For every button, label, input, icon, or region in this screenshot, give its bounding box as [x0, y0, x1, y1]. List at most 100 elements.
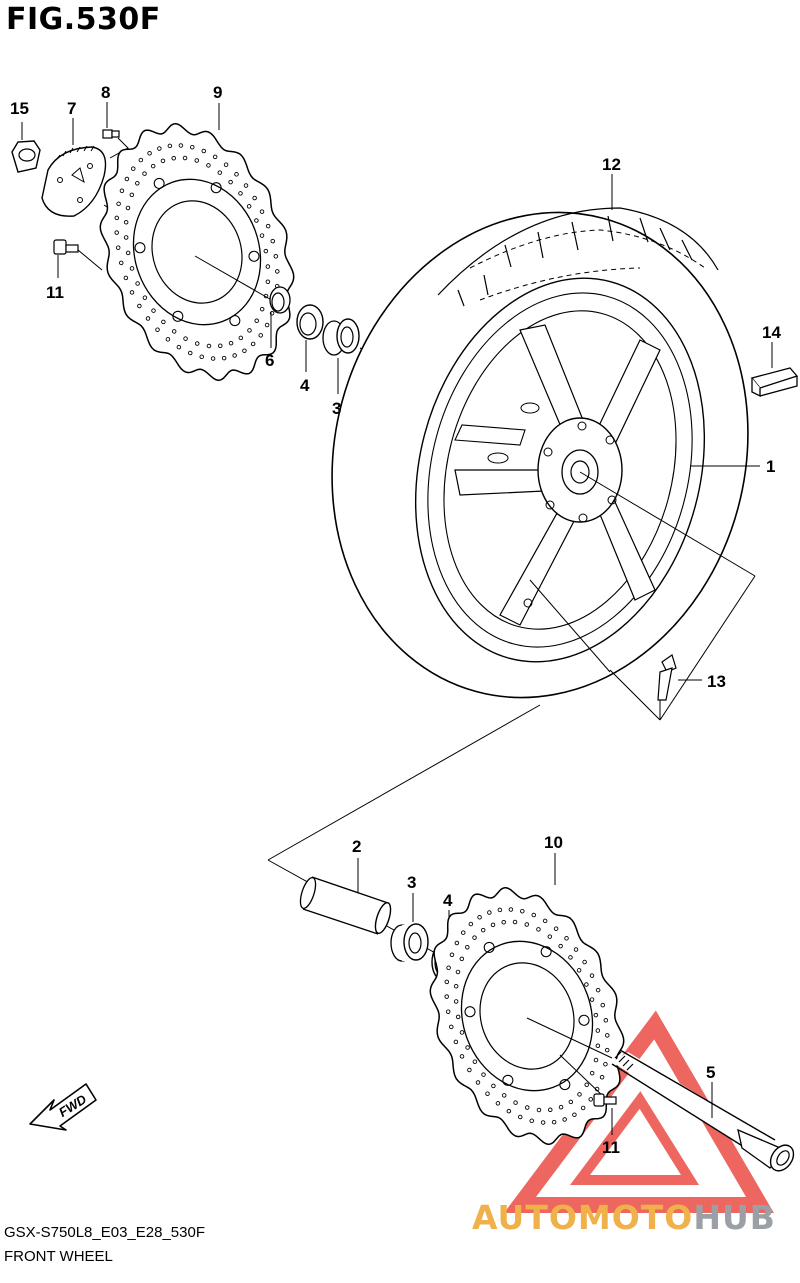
- disc-vent-hole: [242, 348, 247, 353]
- disc-mount-hole: [464, 1006, 476, 1018]
- disc-vent-hole: [605, 1033, 610, 1038]
- disc-vent-hole: [603, 1018, 609, 1023]
- spacer-part-6: [269, 286, 291, 314]
- disc-vent-hole: [524, 922, 530, 927]
- disc-vent-hole: [588, 1097, 593, 1102]
- disc-vent-hole: [155, 327, 160, 332]
- figure-title: FIG.530F: [6, 2, 161, 37]
- watermark-brand-part1: AUTOMOTO: [472, 1198, 694, 1237]
- disc-vent-hole: [558, 943, 563, 949]
- disc-vent-hole: [124, 176, 130, 182]
- disc-vent-hole: [595, 987, 601, 993]
- sensor-rotor-part-7: [41, 145, 107, 217]
- disc-vent-hole: [501, 919, 506, 925]
- disc-vent-hole: [445, 1009, 451, 1014]
- disc-vent-hole: [142, 295, 148, 300]
- disc-vent-hole: [157, 146, 162, 151]
- air-valve-part-13: [657, 654, 677, 701]
- forward-direction-arrow-icon: FWD: [29, 1083, 97, 1131]
- disc-vent-hole: [228, 179, 233, 185]
- disc-vent-hole: [589, 997, 595, 1002]
- disc-vent-hole: [468, 921, 474, 927]
- disc-vent-hole: [455, 1014, 461, 1020]
- disc-vent-hole: [183, 336, 188, 341]
- disc-mount-hole: [540, 946, 552, 958]
- disc-vent-hole: [167, 143, 173, 149]
- disc-vent-hole: [453, 1039, 459, 1045]
- disc-vent-hole: [589, 973, 595, 978]
- disc-vent-hole: [454, 940, 460, 946]
- disc-vent-hole: [501, 1093, 507, 1098]
- disc-vent-hole: [485, 1091, 490, 1096]
- disc-mount-hole: [134, 242, 146, 254]
- disc-vent-hole: [151, 308, 156, 313]
- disc-vent-hole: [150, 163, 156, 169]
- axle-nut-part-15: [11, 140, 41, 173]
- callout-12: 12: [602, 155, 621, 174]
- callout-2: 2: [352, 837, 361, 856]
- disc-vent-hole: [137, 303, 142, 309]
- disc-vent-hole: [171, 329, 177, 334]
- disc-vent-hole: [123, 235, 129, 240]
- disc-vent-hole: [593, 1057, 599, 1063]
- disc-vent-hole: [129, 266, 135, 271]
- disc-bolt-part-11-bottom: [593, 1093, 617, 1107]
- figure-model-code: GSX-S750L8_E03_E28_530F: [4, 1224, 205, 1241]
- callout-10: 10: [544, 833, 563, 852]
- disc-vent-hole: [238, 335, 244, 341]
- callout-14: 14: [762, 323, 781, 342]
- disc-vent-hole: [497, 907, 503, 913]
- disc-vent-hole: [448, 1024, 454, 1030]
- disc-vent-hole: [187, 350, 193, 356]
- disc-mount-hole: [578, 1014, 590, 1026]
- disc-vent-hole: [259, 233, 265, 238]
- disc-vent-hole: [259, 306, 265, 312]
- disc-vent-hole: [459, 956, 465, 962]
- disc-vent-hole: [212, 154, 218, 160]
- disc-vent-hole: [603, 1061, 608, 1067]
- disc-vent-hole: [252, 195, 257, 201]
- disc-vent-hole: [263, 248, 269, 254]
- callout-11-top: 11: [46, 283, 64, 302]
- disc-vent-hole: [206, 343, 212, 349]
- disc-vent-hole: [210, 356, 216, 361]
- disc-vent-hole: [491, 1083, 496, 1089]
- disc-vent-hole: [548, 1107, 553, 1113]
- callout-labels: 1 2 3 3 4 4 5 6 7 8 9 10 11 11 12 13 14 …: [10, 83, 781, 1157]
- disc-vent-hole: [480, 927, 486, 933]
- disc-vent-hole: [467, 1067, 472, 1073]
- disc-vent-hole: [269, 310, 275, 316]
- disc-vent-hole: [562, 1117, 567, 1122]
- disc-vent-hole: [558, 1104, 564, 1110]
- callout-3-top: 3: [332, 399, 341, 418]
- disc-vent-hole: [490, 922, 496, 928]
- disc-vent-hole: [572, 1112, 577, 1117]
- disc-vent-hole: [582, 959, 587, 965]
- disc-mount-hole: [248, 250, 260, 262]
- disc-vent-hole: [201, 148, 207, 154]
- disc-vent-hole: [176, 344, 182, 350]
- disc-mount-hole: [502, 1074, 514, 1086]
- bearing-part-3-top: [322, 318, 360, 356]
- disc-vent-hole: [573, 947, 579, 952]
- disc-vent-hole: [147, 151, 152, 156]
- disc-vent-hole: [129, 192, 135, 198]
- disc-vent-hole: [254, 318, 259, 323]
- disc-vent-hole: [265, 223, 271, 229]
- callout-4-top: 4: [300, 376, 310, 395]
- callout-3-bottom: 3: [407, 873, 416, 892]
- spacer-tube-part-2: [299, 876, 392, 935]
- disc-vent-hole: [125, 250, 131, 256]
- disc-vent-hole: [529, 1118, 534, 1124]
- callout-7: 7: [67, 99, 76, 118]
- callout-5: 5: [706, 1063, 715, 1082]
- disc-vent-hole: [524, 1105, 530, 1110]
- disc-vent-hole: [461, 930, 466, 935]
- disc-vent-hole: [228, 340, 234, 346]
- disc-vent-hole: [259, 209, 265, 214]
- disc-vent-hole: [465, 1045, 470, 1050]
- disc-vent-hole: [258, 333, 263, 338]
- disc-vent-hole: [551, 1119, 557, 1125]
- callout-8: 8: [101, 83, 110, 102]
- disc-vent-hole: [459, 1054, 465, 1059]
